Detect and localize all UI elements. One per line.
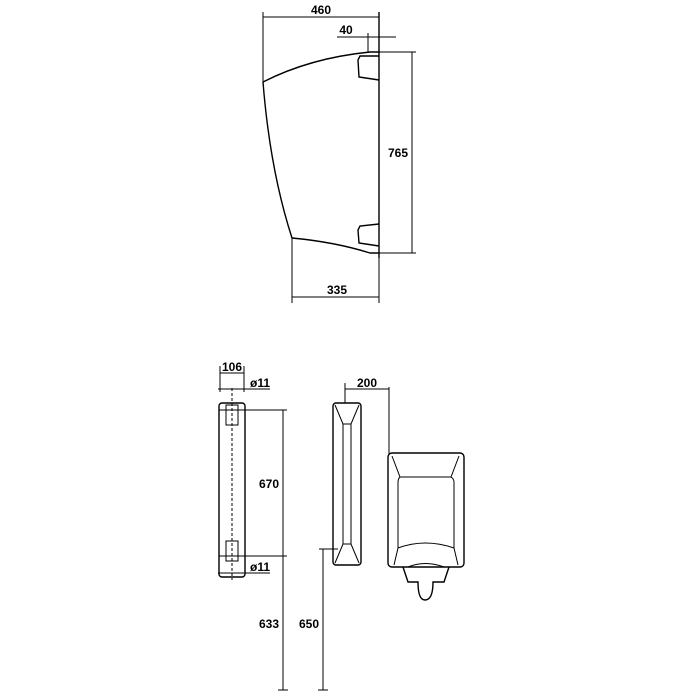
dim-hole-spacing: 670 <box>259 477 279 491</box>
dim-height: 765 <box>388 146 408 160</box>
outlet <box>402 566 450 601</box>
front-outline <box>387 452 465 568</box>
body-front-curve <box>262 81 293 239</box>
dim-width: 106 <box>222 360 242 374</box>
dim-floor-to-lower-hole: 633 <box>259 617 279 631</box>
front-lower-bevel <box>393 547 459 566</box>
outlet-rim <box>407 563 445 568</box>
front-view <box>387 452 465 601</box>
dim-hole-top: ø11 <box>250 376 270 390</box>
top-bracket <box>357 55 380 81</box>
back-view: 106 ø11 ø11 670 633 <box>218 360 288 691</box>
side-profile: 200 650 <box>299 376 390 691</box>
profile-outline <box>332 402 362 566</box>
dim-overall-depth: 460 <box>311 3 331 17</box>
bowl <box>397 476 455 549</box>
profile-inner <box>334 404 360 564</box>
side-view: 460 40 765 335 <box>262 3 416 303</box>
dim-hole-bottom: ø11 <box>250 560 270 574</box>
bottom-hole <box>225 540 239 562</box>
top-hole <box>225 404 239 426</box>
front-top-bevel <box>391 455 460 478</box>
dim-bottom-depth: 335 <box>327 283 347 297</box>
dim-bracket-offset: 40 <box>339 23 353 37</box>
dim-front-depth: 200 <box>357 376 377 390</box>
body-top-curve <box>262 51 379 83</box>
dim-floor-to-bottom: 650 <box>299 617 319 631</box>
bottom-bracket <box>357 223 380 247</box>
body-bottom-curve <box>291 237 379 254</box>
